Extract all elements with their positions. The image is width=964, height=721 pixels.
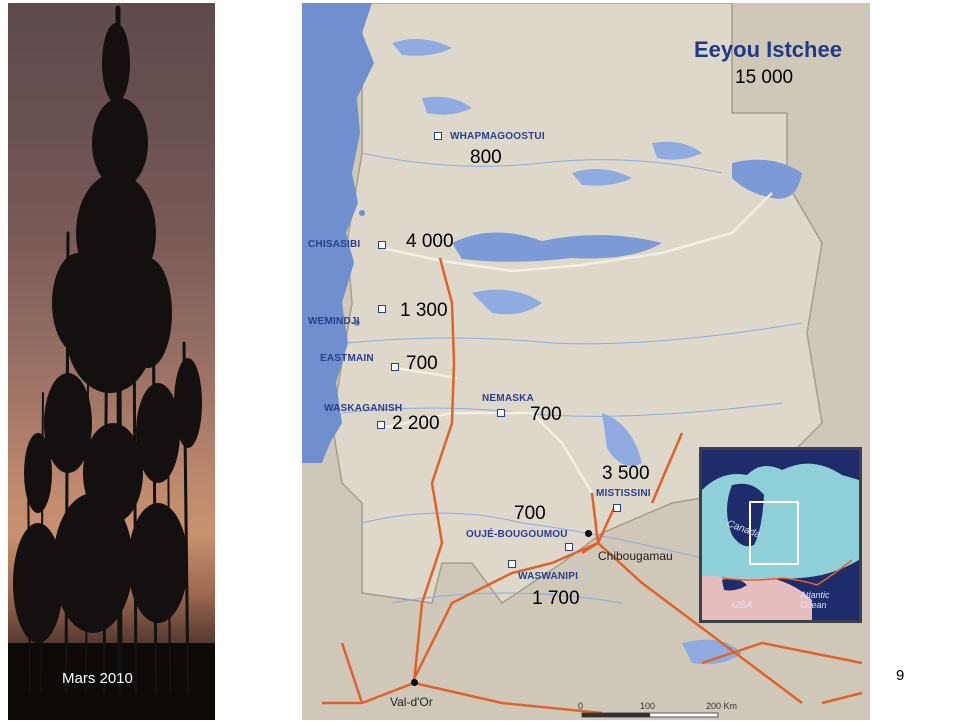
canada-inset-map: Canada USA Atlantic Ocean <box>699 447 862 623</box>
community-population-mistissini: 3 500 <box>602 463 650 484</box>
community-marker-eastmain <box>391 363 399 371</box>
eeyou-istchee-map: Eeyou Istchee 15 000 WHAPMAGOOSTUI 800 C… <box>302 3 870 720</box>
region-name: Eeyou Istchee <box>694 37 842 62</box>
community-name-mistissini: MISTISSINI <box>596 488 651 499</box>
community-marker-nemaska <box>497 409 505 417</box>
scale-bar <box>581 712 719 718</box>
town-dot-val-dor <box>411 679 418 686</box>
community-marker-waskaganish <box>377 421 385 429</box>
inset-map-graphic <box>702 450 859 620</box>
community-name-eastmain: EASTMAIN <box>320 353 374 364</box>
community-name-nemaska: NEMASKA <box>482 393 534 404</box>
tree-silhouette-graphic <box>8 5 215 720</box>
community-marker-whapmagoostui <box>434 132 442 140</box>
community-name-wemindji: WEMINDJI <box>308 316 360 327</box>
town-name-val-dor: Val-d'Or <box>390 695 433 709</box>
scale-label-0: 0 <box>578 701 584 711</box>
community-marker-mistissini <box>613 504 621 512</box>
community-marker-waswanipi <box>508 560 516 568</box>
community-name-chisasibi: CHISASIBI <box>308 239 361 250</box>
community-name-waswanipi: WASWANIPI <box>518 571 579 582</box>
tree-silhouette-photo: Mars 2010 <box>8 3 215 720</box>
community-population-waswanipi: 1 700 <box>532 588 580 609</box>
community-population-waskaganish: 2 200 <box>392 413 440 434</box>
community-marker-wemindji <box>378 305 386 313</box>
community-population-nemaska: 700 <box>530 404 562 425</box>
community-population-chisasibi: 4 000 <box>406 231 454 252</box>
inset-label-atlantic-ocean: Atlantic Ocean <box>800 590 830 610</box>
community-marker-ouje-bougoumou <box>565 543 573 551</box>
community-population-wemindji: 1 300 <box>400 300 448 321</box>
map-base-graphic <box>302 3 870 720</box>
town-name-chibougamau: Chibougamau <box>598 549 673 563</box>
slide-date: Mars 2010 <box>62 670 133 687</box>
community-name-ouje-bougoumou: OUJÉ-BOUGOUMOU <box>466 529 568 540</box>
community-population-whapmagoostui: 800 <box>470 147 502 168</box>
scale-label-100: 100 <box>640 701 656 711</box>
community-population-ouje-bougoumou: 700 <box>514 503 546 524</box>
community-name-waskaganish: WASKAGANISH <box>324 403 403 414</box>
scale-label-200: 200 Km <box>706 701 738 711</box>
page-number: 9 <box>896 667 905 684</box>
community-name-whapmagoostui: WHAPMAGOOSTUI <box>450 131 545 142</box>
community-marker-chisasibi <box>378 241 386 249</box>
region-population: 15 000 <box>735 67 794 88</box>
inset-label-usa: USA <box>732 600 753 611</box>
community-population-eastmain: 700 <box>406 353 438 374</box>
town-dot-chibougamau <box>585 530 592 537</box>
